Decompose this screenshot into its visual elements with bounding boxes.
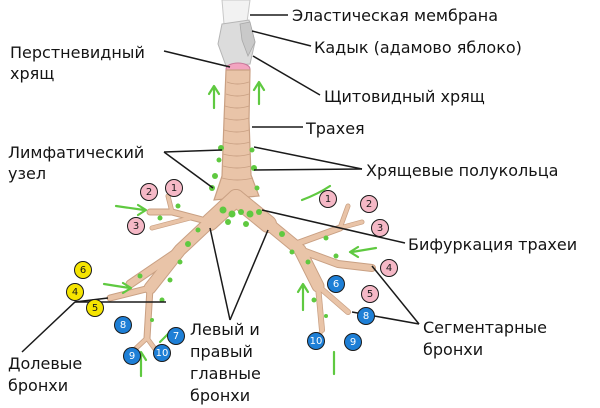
segment-marker-circle xyxy=(380,259,398,277)
label-cricoid-line1: Перстневидный xyxy=(10,43,145,62)
leader-lymph-2 xyxy=(163,151,214,189)
label-main-line3: главные xyxy=(190,364,261,383)
leader-rings-2 xyxy=(253,168,363,171)
segment-marker: 2 xyxy=(140,183,158,201)
segment-marker-circle xyxy=(140,183,158,201)
segment-marker: 9 xyxy=(123,347,141,365)
label-segmental-line2: бронхи xyxy=(423,340,484,359)
label-segmental-line1: Сегментарные xyxy=(423,318,548,337)
label-trachea: Трахея xyxy=(306,119,365,138)
segment-marker-circle xyxy=(319,190,337,208)
segment-marker-label: 1 xyxy=(171,183,177,194)
segment-marker: 3 xyxy=(371,219,389,237)
segment-marker-circle xyxy=(74,261,92,279)
label-lymph-line1: Лимфатический xyxy=(8,143,145,162)
segment-marker-label: 3 xyxy=(133,221,139,232)
segment-marker-circle xyxy=(127,217,145,235)
segment-marker-circle xyxy=(123,347,141,365)
adams-apple xyxy=(239,21,256,57)
leader-rings-1 xyxy=(253,146,363,170)
leader-main-1 xyxy=(209,227,231,321)
leader-lymph-1 xyxy=(163,149,223,153)
label-elastic-membrane: Эластическая мембрана xyxy=(292,6,499,25)
segment-marker-circle xyxy=(165,179,183,197)
segment-marker-circle xyxy=(357,307,375,325)
label-main-line4: бронхи xyxy=(190,386,251,405)
segment-marker-label: 8 xyxy=(363,311,369,322)
segment-marker-label: 9 xyxy=(129,351,135,362)
segment-marker-label: 8 xyxy=(120,320,126,331)
segment-marker-circle xyxy=(327,275,345,293)
segment-marker-circle xyxy=(361,285,379,303)
lymph-nodes xyxy=(137,145,339,322)
segment-marker: 8 xyxy=(357,307,375,325)
segment-marker-label: 3 xyxy=(377,223,383,234)
trachea xyxy=(213,69,260,201)
segment-marker-circle xyxy=(344,333,362,351)
segment-marker-label: 2 xyxy=(366,199,372,210)
segment-marker: 6 xyxy=(74,261,92,279)
label-bifurcation: Бифуркация трахеи xyxy=(408,235,578,254)
segment-marker-label: 9 xyxy=(350,337,356,348)
segment-marker-label: 4 xyxy=(72,287,78,298)
label-tracheal-rings: Хрящевые полукольца xyxy=(366,161,559,180)
segment-marker: 5 xyxy=(361,285,379,303)
segment-marker-circle xyxy=(153,344,171,362)
segment-marker-label: 2 xyxy=(146,187,152,198)
segment-marker: 1 xyxy=(319,190,337,208)
segment-marker: 10 xyxy=(307,332,325,350)
segment-marker-label: 1 xyxy=(325,194,331,205)
leader-segmental-1 xyxy=(371,265,420,325)
segment-marker: 3 xyxy=(127,217,145,235)
segment-marker-circle xyxy=(307,332,325,350)
label-thyroid: Щитовидный хрящ xyxy=(324,87,485,106)
leader-adams-apple xyxy=(251,30,312,47)
segment-marker: 5 xyxy=(86,299,104,317)
label-lymph-line2: узел xyxy=(8,164,47,183)
label-lobar-line1: Долевые xyxy=(8,354,83,373)
segment-marker-label: 5 xyxy=(367,289,373,300)
label-lobar-line2: бронхи xyxy=(8,376,69,395)
bronchial-tree xyxy=(106,189,376,359)
segment-marker: 4 xyxy=(380,259,398,277)
tracheal-rings xyxy=(221,81,254,181)
segment-marker-circle xyxy=(86,299,104,317)
segment-marker-label: 6 xyxy=(333,279,339,290)
segment-marker-label: 7 xyxy=(173,331,179,342)
segment-marker-label: 10 xyxy=(156,348,169,359)
label-main-line2: правый xyxy=(190,342,253,361)
segment-marker-label: 10 xyxy=(310,336,323,347)
segment-marker: 7 xyxy=(167,327,185,345)
leader-bifurcation xyxy=(261,209,406,244)
segment-marker-circle xyxy=(360,195,378,213)
segment-marker: 4 xyxy=(66,283,84,301)
segment-marker-circle xyxy=(114,316,132,334)
segment-marker: 6 xyxy=(327,275,345,293)
segment-marker-circle xyxy=(66,283,84,301)
label-adams-apple: Кадык (адамово яблоко) xyxy=(314,38,522,57)
leader-cricoid xyxy=(163,50,231,68)
segment-marker: 10 xyxy=(153,344,171,362)
segment-marker-circle xyxy=(167,327,185,345)
segment-marker: 9 xyxy=(344,333,362,351)
label-main-line1: Левый и xyxy=(190,320,260,339)
segment-marker: 2 xyxy=(360,195,378,213)
segment-marker-label: 6 xyxy=(80,265,86,276)
segment-marker: 1 xyxy=(165,179,183,197)
segment-marker-circle xyxy=(371,219,389,237)
label-cricoid-line2: хрящ xyxy=(10,64,55,83)
leader-main-2 xyxy=(229,229,269,321)
segment-marker-label: 4 xyxy=(386,263,392,274)
segment-marker-label: 5 xyxy=(92,303,98,314)
leader-thyroid xyxy=(252,55,321,96)
segment-marker: 8 xyxy=(114,316,132,334)
